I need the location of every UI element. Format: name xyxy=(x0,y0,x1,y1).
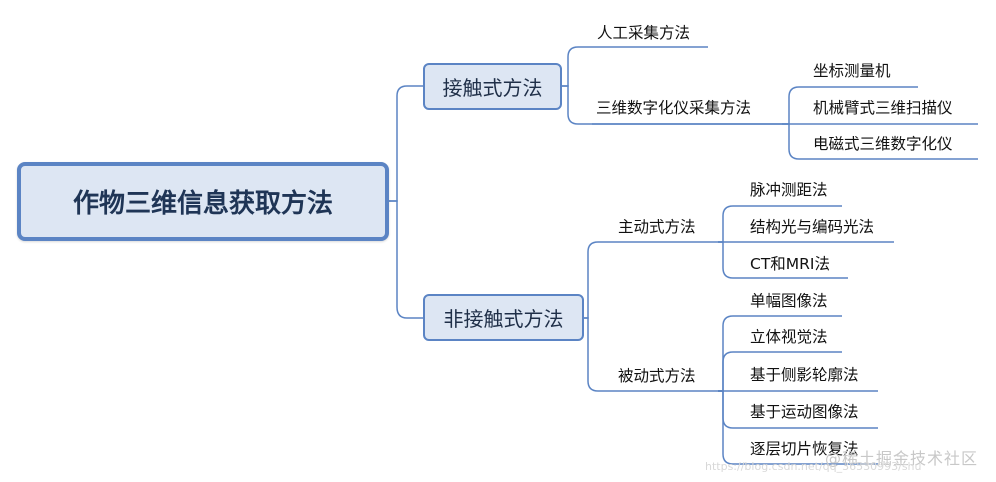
leaf-motion[interactable]: 基于运动图像法 xyxy=(750,403,859,421)
root-node[interactable]: 作物三维信息获取方法 xyxy=(17,162,389,241)
node-contact-label: 接触式方法 xyxy=(442,76,543,100)
connector-root-contact xyxy=(389,85,423,202)
leaf-cmm[interactable]: 坐标测量机 xyxy=(813,62,891,80)
node-manual[interactable]: 人工采集方法 xyxy=(597,24,691,42)
leaf-ct-mri[interactable]: CT和MRI法 xyxy=(750,255,831,273)
leaf-single-image[interactable]: 单幅图像法 xyxy=(750,292,828,310)
connector-active-leaf1 xyxy=(718,205,842,243)
root-label: 作物三维信息获取方法 xyxy=(72,189,333,219)
leaf-pulse[interactable]: 脉冲测距法 xyxy=(750,181,828,199)
leaf-arm-scanner[interactable]: 机械臂式三维扫描仪 xyxy=(813,99,953,117)
leaf-em-digitizer[interactable]: 电磁式三维数字化仪 xyxy=(813,135,953,153)
node-noncontact[interactable]: 非接触式方法 xyxy=(423,294,584,341)
connector-digitizer-leaf1 xyxy=(782,86,918,125)
watermark-url: https://blog.csdn.net/qq_36530993/shu xyxy=(705,460,922,473)
leaf-silhouette[interactable]: 基于侧影轮廓法 xyxy=(750,366,859,384)
watermark: @稀土掘金技术社区 xyxy=(824,449,978,468)
node-noncontact-label: 非接触式方法 xyxy=(443,307,564,331)
connector-passive-leaf5 xyxy=(718,390,878,465)
leaf-structured-light[interactable]: 结构光与编码光法 xyxy=(750,218,875,236)
connector-root-noncontact xyxy=(389,200,423,319)
connector-passive-leaf1 xyxy=(718,315,842,392)
node-active[interactable]: 主动式方法 xyxy=(618,218,696,236)
node-contact[interactable]: 接触式方法 xyxy=(423,63,562,110)
node-passive[interactable]: 被动式方法 xyxy=(618,367,696,385)
connector-noncontact-passive xyxy=(584,317,718,392)
connector-digitizer-leaf3 xyxy=(782,123,978,160)
node-digitizer[interactable]: 三维数字化仪采集方法 xyxy=(596,99,752,117)
leaf-stereo[interactable]: 立体视觉法 xyxy=(750,328,828,346)
leaf-slice[interactable]: 逐层切片恢复法 xyxy=(750,440,859,458)
connector-passive-leaf2 xyxy=(718,351,842,392)
connector-contact-manual xyxy=(562,46,708,87)
connector-contact-digitizer xyxy=(562,85,782,125)
connector-noncontact-active xyxy=(584,241,718,319)
connector-active-leaf3 xyxy=(718,241,848,279)
